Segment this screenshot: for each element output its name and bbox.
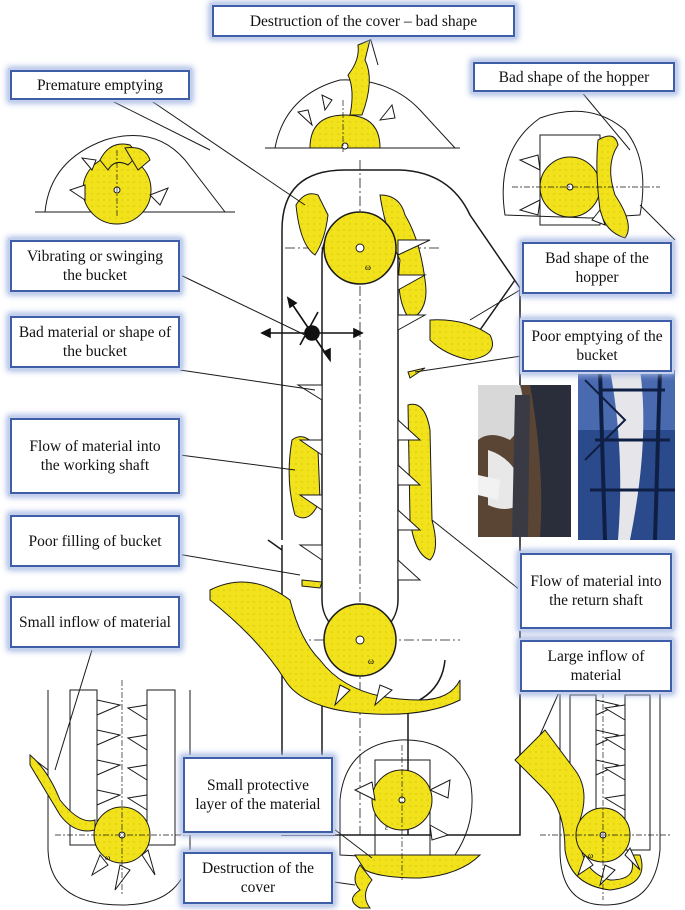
photo-elevator-structure [578,369,675,541]
detail-protective-layer [339,739,482,909]
label-bad-hopper-top: Bad shape of the hopper [473,62,675,92]
label-bad-hopper-right: Bad shape of the hopper [522,242,672,294]
omega-symbol-top: ω [365,262,371,272]
label-cover-bad-shape: Destruction of the cover – bad shape [212,5,515,37]
label-flow-working: Flow of material into the working shaft [10,418,180,494]
leader-lines [54,36,631,886]
label-destruction-cover: Destruction of the cover [183,852,333,904]
label-protective-layer: Small protective layer of the material [183,757,333,833]
detail-cover-bad-shape [265,39,460,152]
omega-symbol-left: ω [105,853,110,862]
label-vibrating: Vibrating or swinging the bucket [10,240,180,292]
photo-bucket-wear [478,385,571,537]
detail-premature-emptying [35,135,235,225]
label-large-inflow: Large inflow of material [520,640,672,692]
label-flow-return: Flow of material into the return shaft [520,553,672,629]
main-buckets [296,239,431,707]
detail-bad-hopper [502,110,676,241]
main-pulleys [323,211,397,677]
label-small-inflow: Small inflow of material [10,596,180,648]
label-poor-filling: Poor filling of bucket [10,515,180,567]
vibration-symbol [260,296,364,363]
label-premature-emptying: Premature emptying [10,70,190,100]
detail-small-inflow [29,680,191,906]
detail-large-inflow [514,680,670,906]
omega-symbol-bottom: ω [368,656,374,666]
omega-symbol-right: ω [588,851,593,860]
elevator-casing [281,169,521,836]
label-bad-material: Bad material or shape of the bucket [10,316,180,368]
epsilon-symbol: ε [385,823,389,832]
label-poor-emptying: Poor emptying of the bucket [522,320,672,372]
